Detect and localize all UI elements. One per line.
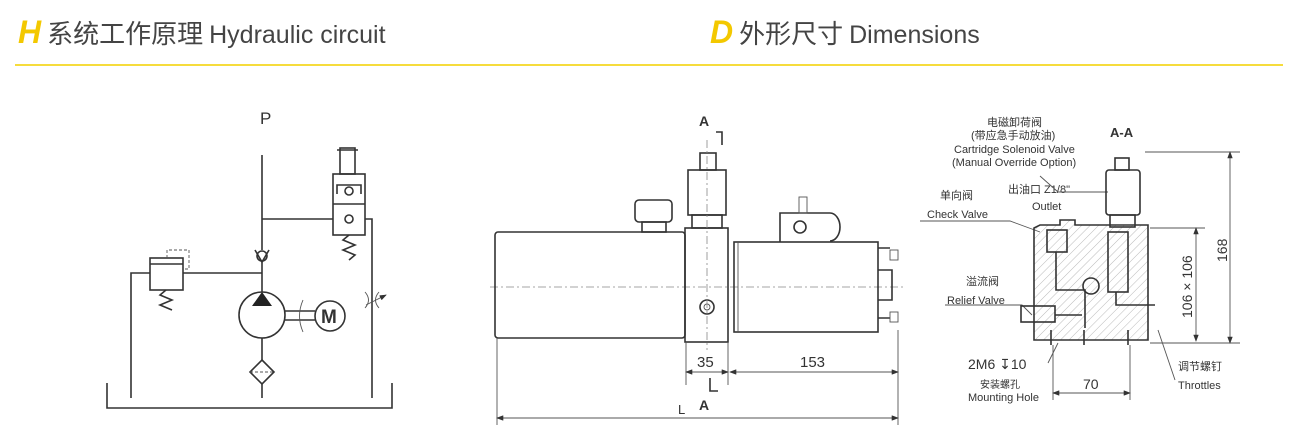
- section-header-hydraulic-circuit: H 系统工作原理 Hydraulic circuit: [18, 14, 386, 51]
- section-mark-bottom: A: [699, 397, 709, 413]
- section-title-cn: 系统工作原理: [47, 19, 204, 49]
- dim-hole-spacing: 70: [1083, 376, 1099, 392]
- throttle-label-cn: 调节螺钉: [1178, 360, 1222, 373]
- solenoid-cartridge-section: [1105, 169, 1141, 216]
- relief-valve-label-en: Relief Valve: [947, 295, 1005, 307]
- dim-total-length: L: [678, 402, 685, 417]
- dim-height: 168: [1214, 238, 1230, 262]
- port-p-label: P: [260, 109, 271, 128]
- section-letter: H: [18, 14, 42, 50]
- mounting-hole-label-cn: 安装螺孔: [980, 378, 1020, 391]
- manifold-block: [684, 227, 729, 343]
- pump-icon: [238, 291, 286, 339]
- relief-valve-icon: [130, 249, 262, 398]
- motor-terminal-box: [779, 212, 841, 242]
- section-view-drawing: A-A 电磁卸荷阀 (带应急手动放油) Cartridge Solenoid V…: [920, 115, 1240, 404]
- section-title-cn: 外形尺寸: [739, 19, 844, 49]
- side-view-drawing: 35 153 L A A: [490, 113, 905, 425]
- dim-block-size: 106 × 106: [1179, 255, 1195, 318]
- section-title: A-A: [1110, 125, 1134, 140]
- solenoid-valve-icon: [332, 147, 366, 261]
- check-valve-label-en: Check Valve: [927, 209, 988, 221]
- throttle-icon: [364, 291, 387, 309]
- dim-motor-length: 153: [800, 354, 825, 371]
- motor-body: [733, 241, 879, 333]
- solenoid-label-en: Cartridge Solenoid Valve: [954, 144, 1075, 156]
- section-letter: D: [710, 14, 734, 50]
- motor-label: M: [321, 307, 337, 328]
- oil-tank: [494, 231, 686, 339]
- section-mark-top: A: [699, 113, 709, 129]
- mounting-hole-spec: 2M6 ↧10: [968, 356, 1027, 372]
- solenoid-label-cn: 电磁卸荷阀: [987, 115, 1042, 129]
- outlet-label-en: Outlet: [1032, 201, 1061, 213]
- check-valve-label-cn: 单向阀: [940, 188, 973, 202]
- outlet-label-cn: 出油口 Z1/8": [1008, 182, 1070, 196]
- manifold-section: [1033, 219, 1149, 341]
- header-divider: [15, 64, 1283, 66]
- section-title-en: Dimensions: [849, 21, 980, 49]
- section-header-dimensions: D 外形尺寸 Dimensions: [710, 14, 980, 51]
- solenoid-label-cn2: (带应急手动放油): [971, 128, 1055, 142]
- solenoid-label-en2: (Manual Override Option): [952, 157, 1076, 169]
- filler-cap: [634, 199, 673, 223]
- mounting-hole-label-en: Mounting Hole: [968, 392, 1039, 404]
- section-title-en: Hydraulic circuit: [209, 21, 386, 49]
- dim-block-width: 35: [697, 354, 714, 371]
- motor-icon: M: [285, 299, 346, 333]
- tank-icon: [106, 383, 393, 409]
- throttle-label-en: Throttles: [1178, 380, 1221, 392]
- relief-valve-label-cn: 溢流阀: [966, 274, 999, 288]
- filter-icon: [248, 358, 276, 386]
- check-valve-icon: [254, 249, 270, 264]
- hydraulic-circuit: P M: [106, 109, 393, 409]
